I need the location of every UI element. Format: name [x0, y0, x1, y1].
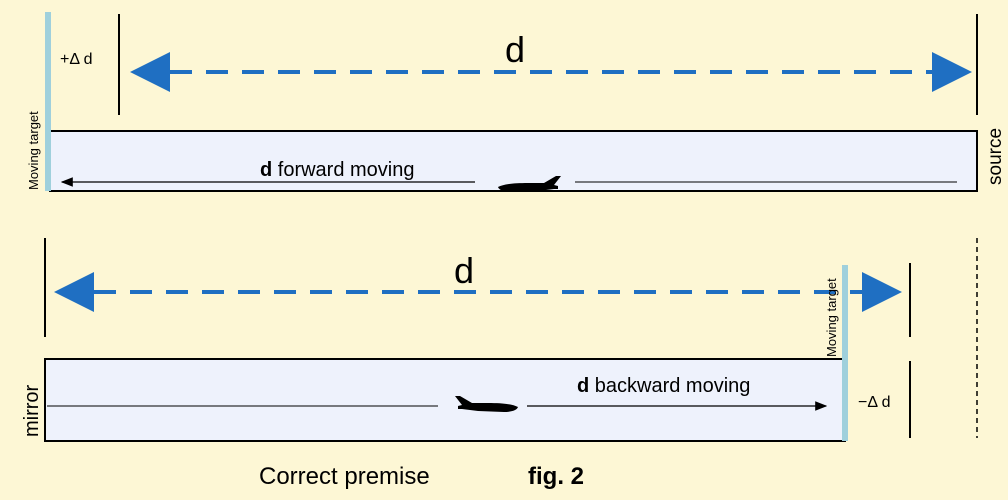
top-delta-label: +Δ d [60, 51, 93, 68]
bottom-distance-label: d [454, 250, 474, 291]
caption-premise: Correct premise [259, 463, 430, 490]
caption-fig: fig. 2 [528, 463, 584, 490]
top-moving-target-label: Moving target [26, 111, 41, 190]
bottom-moving-label: d backward moving [577, 375, 750, 397]
source-label: source [985, 128, 1006, 185]
airplane-icon [455, 396, 518, 412]
top-moving-label: d forward moving [260, 159, 415, 181]
top-corridor-box [49, 130, 978, 192]
bottom-corridor-box [44, 358, 846, 442]
mirror-label: mirror [21, 384, 43, 437]
airplane-icon [498, 176, 561, 192]
top-distance-label: d [505, 29, 525, 70]
bottom-moving-target-label: Moving target [824, 278, 839, 357]
bottom-delta-label: −Δ d [858, 394, 891, 411]
